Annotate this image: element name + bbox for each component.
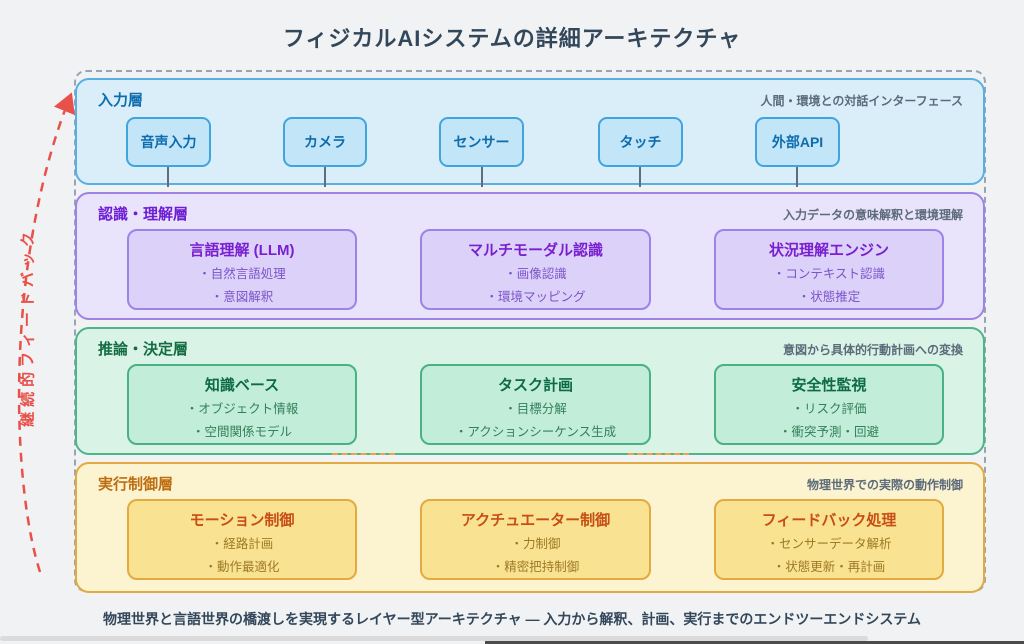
connector-line — [167, 167, 169, 187]
node-item: ・アクションシーケンス生成 — [454, 425, 617, 440]
connector-line — [481, 167, 483, 187]
layer-execution: 実行制御層 物理世界での実際の動作制御 モーション制御 ・経路計画 ・動作最適化… — [75, 462, 985, 593]
layer-reasoning-label: 推論・決定層 — [98, 341, 189, 358]
node-voice-input: 音声入力 — [126, 117, 211, 167]
node-title: タスク計画 — [497, 377, 573, 394]
node-title: マルチモーダル認識 — [467, 242, 603, 259]
node-item: ・力制御 — [510, 536, 561, 551]
node-item: ・センサーデータ解析 — [766, 536, 892, 551]
node-title: 状況理解エンジン — [768, 242, 889, 259]
bottom-bar — [485, 641, 1024, 644]
node-item: ・状態推定 — [797, 290, 861, 305]
node-camera: カメラ — [283, 117, 367, 167]
node-knowledge-base: 知識ベース ・オブジェクト情報 ・空間関係モデル — [127, 364, 357, 445]
node-title: 安全性監視 — [791, 377, 867, 394]
connector-line — [796, 167, 798, 187]
layer-reasoning-note: 意図から具体的行動計画への変換 — [782, 343, 963, 357]
node-item: ・意図解釈 — [210, 290, 274, 305]
node-item: ・環境マッピング — [485, 290, 586, 305]
node-multimodal-recognition: マルチモーダル認識 ・画像認識 ・環境マッピング — [420, 229, 651, 310]
node-item: ・空間関係モデル — [191, 425, 292, 440]
layer-recognition-label: 認識・理解層 — [98, 206, 189, 223]
node-safety-monitor: 安全性監視 ・リスク評価 ・衝突予測・回避 — [714, 364, 944, 445]
node-item: ・経路計画 — [210, 536, 274, 551]
node-sensor: センサー — [439, 117, 524, 167]
flow-dashed-segment — [332, 453, 395, 455]
node-title: 言語理解 (LLM) — [189, 242, 295, 259]
node-item: ・精密把持制御 — [491, 560, 580, 575]
node-task-planning: タスク計画 ・目標分解 ・アクションシーケンス生成 — [420, 364, 651, 445]
layer-execution-note: 物理世界での実際の動作制御 — [806, 478, 963, 492]
node-item: ・自然言語処理 — [198, 266, 286, 281]
node-item: ・画像認識 — [504, 266, 567, 281]
layer-execution-label: 実行制御層 — [98, 476, 174, 493]
flow-dashed-segment — [628, 453, 689, 455]
continuous-feedback-label: 継続的フィードバック — [19, 227, 37, 427]
diagram-caption: 物理世界と言語世界の橋渡しを実現するレイヤー型アーキテクチャ — 入力から解釈、… — [103, 611, 921, 627]
node-title: アクチュエーター制御 — [460, 512, 611, 529]
node-title: 知識ベース — [204, 377, 280, 394]
node-title: フィードバック処理 — [761, 512, 897, 529]
node-touch: タッチ — [598, 117, 683, 167]
layer-input-label: 入力層 — [98, 92, 144, 109]
connector-line — [324, 167, 326, 187]
node-item: ・状態更新・再計画 — [772, 560, 886, 575]
node-motion-control: モーション制御 ・経路計画 ・動作最適化 — [127, 499, 357, 580]
node-situation-engine: 状況理解エンジン ・コンテキスト認識 ・状態推定 — [714, 229, 944, 310]
connector-line — [639, 167, 641, 187]
node-item: ・動作最適化 — [204, 560, 280, 575]
layer-recognition-note: 入力データの意味解釈と環境理解 — [782, 208, 963, 222]
page-title: フィジカルAIシステムの詳細アーキテクチャ — [282, 26, 742, 51]
node-item: ・目標分解 — [504, 401, 567, 416]
node-item: ・オブジェクト情報 — [185, 401, 299, 416]
layer-input-note: 人間・環境との対話インターフェース — [760, 94, 963, 108]
layer-recognition: 認識・理解層 入力データの意味解釈と環境理解 言語理解 (LLM) ・自然言語処… — [75, 192, 985, 320]
node-title: モーション制御 — [189, 512, 295, 529]
node-external-api: 外部API — [755, 117, 840, 167]
node-item: ・衝突予測・回避 — [778, 425, 879, 440]
node-language-understanding: 言語理解 (LLM) ・自然言語処理 ・意図解釈 — [127, 229, 357, 310]
layer-reasoning: 推論・決定層 意図から具体的行動計画への変換 知識ベース ・オブジェクト情報 ・… — [75, 327, 985, 455]
node-feedback-processing: フィードバック処理 ・センサーデータ解析 ・状態更新・再計画 — [714, 499, 944, 580]
layer-input: 入力層 人間・環境との対話インターフェース 音声入力 カメラ センサー タッチ … — [75, 78, 985, 187]
node-item: ・リスク評価 — [791, 401, 867, 416]
node-actuator-control: アクチュエーター制御 ・力制御 ・精密把持制御 — [420, 499, 651, 580]
node-item: ・コンテキスト認識 — [772, 266, 886, 281]
scrollbar-track[interactable] — [0, 636, 868, 641]
